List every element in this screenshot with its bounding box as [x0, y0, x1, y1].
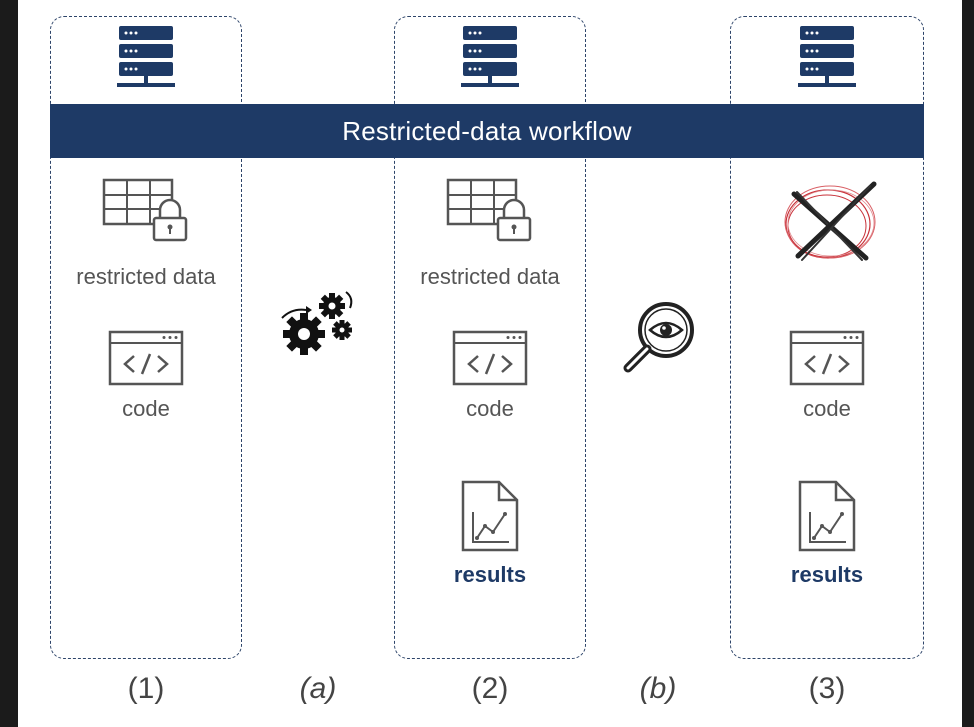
gears-icon — [281, 291, 353, 355]
column-1-code-label: code — [122, 396, 170, 421]
locked-table-icon — [102, 178, 188, 242]
column-2-code-label: code — [466, 396, 514, 421]
magnifier-eye-icon — [623, 302, 694, 373]
diagram-canvas: Restricted-data workflow restricted data… — [18, 0, 962, 727]
results-document-icon — [461, 480, 519, 552]
locked-table-icon — [446, 178, 532, 242]
workflow-banner: Restricted-data workflow — [50, 104, 924, 158]
server-icon — [117, 26, 175, 87]
column-2-data-label: restricted data — [420, 264, 560, 289]
column-3-code-label: code — [803, 396, 851, 421]
column-1-caption: (1) — [127, 672, 165, 705]
column-2-results-label: results — [453, 562, 527, 587]
server-icon — [461, 26, 519, 87]
column-1-box — [50, 16, 242, 659]
step-b-caption: (b) — [639, 672, 677, 705]
column-2-caption: (2) — [471, 672, 509, 705]
server-icon — [798, 26, 856, 87]
column-3-results-label: results — [790, 562, 864, 587]
column-1-data-label: restricted data — [76, 264, 216, 289]
column-2-box — [394, 16, 586, 659]
code-window-icon — [789, 330, 865, 386]
code-window-icon — [108, 330, 184, 386]
step-a-caption: (a) — [299, 672, 337, 705]
column-3-caption: (3) — [808, 672, 846, 705]
results-document-icon — [798, 480, 856, 552]
crossed-out-icon — [784, 181, 877, 261]
column-3-box — [730, 16, 924, 659]
code-window-icon — [452, 330, 528, 386]
